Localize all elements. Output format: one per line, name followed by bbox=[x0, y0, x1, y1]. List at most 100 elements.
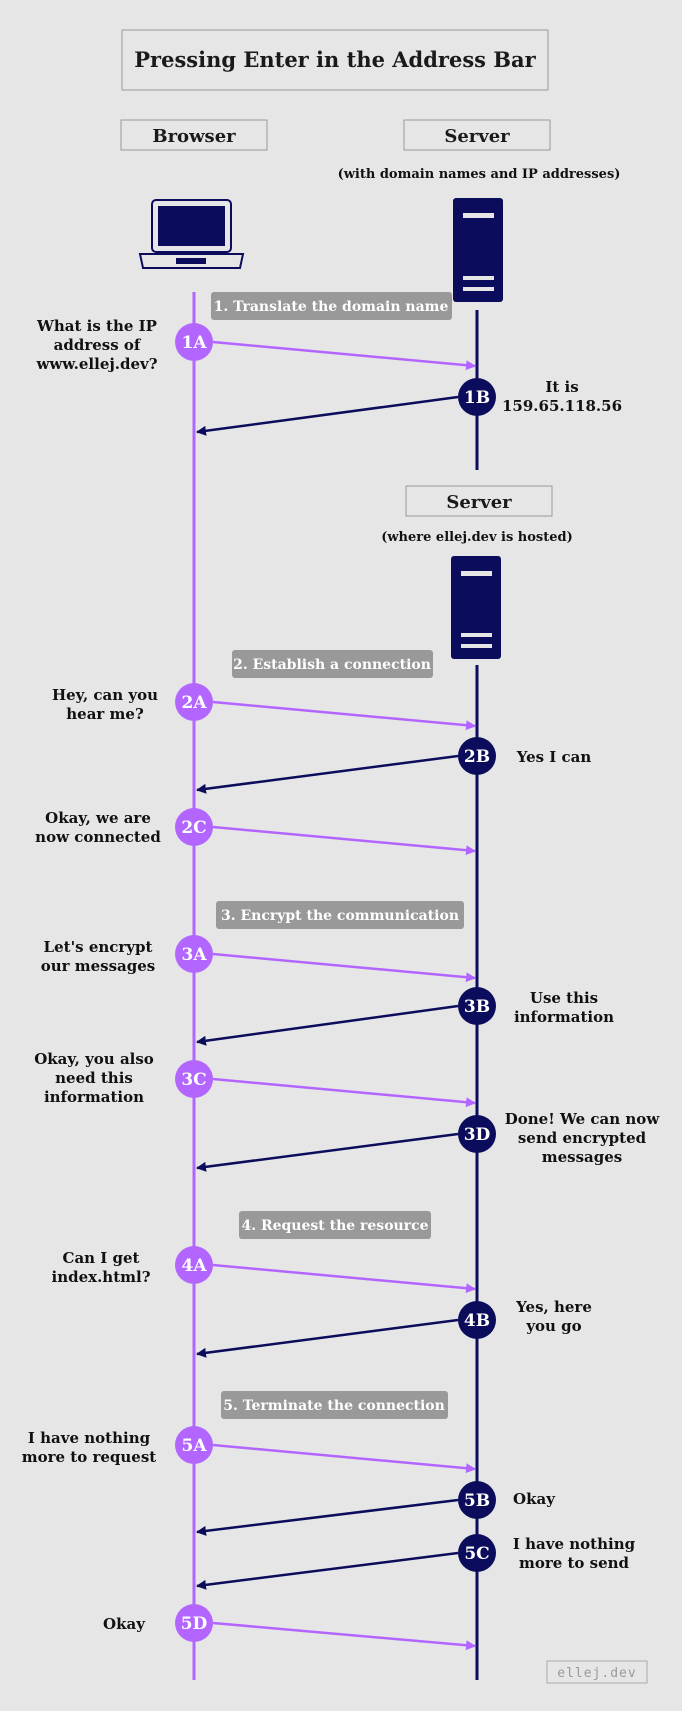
arrow-5c bbox=[196, 1551, 459, 1590]
message-text-3c: information bbox=[44, 1088, 144, 1106]
node-5b bbox=[458, 1481, 496, 1519]
node-label-5b: 5B bbox=[464, 1491, 490, 1511]
message-text-1a: What is the IP bbox=[36, 317, 157, 335]
node-label-2c: 2C bbox=[181, 818, 206, 838]
message-text-1b: It is bbox=[545, 378, 578, 396]
node-label-1b: 1B bbox=[464, 388, 490, 408]
node-label-5a: 5A bbox=[181, 1436, 207, 1456]
message-text-1a: address of bbox=[54, 336, 142, 354]
arrow-1a bbox=[212, 340, 476, 371]
message-text-5c: more to send bbox=[519, 1554, 630, 1572]
message-text-5a: I have nothing bbox=[28, 1429, 151, 1447]
message-text-3a: our messages bbox=[41, 957, 156, 975]
step-3-label: 3. Encrypt the communication bbox=[221, 908, 459, 924]
arrow-5a bbox=[212, 1443, 476, 1474]
web-server-label: Server bbox=[446, 492, 512, 513]
node-3b bbox=[458, 987, 496, 1025]
dns-server-icon bbox=[453, 198, 503, 302]
arrow-5b bbox=[196, 1498, 459, 1536]
web-server-icon bbox=[451, 556, 501, 659]
node-label-5c: 5C bbox=[464, 1544, 489, 1564]
arrow-4a bbox=[212, 1263, 476, 1294]
arrow-5d bbox=[212, 1621, 476, 1651]
node-label-3b: 3B bbox=[464, 997, 490, 1017]
message-text-3c: need this bbox=[55, 1069, 133, 1087]
browser-label-box bbox=[120, 119, 268, 151]
step-5-box bbox=[221, 1391, 448, 1419]
message-text-1a: www.ellej.dev? bbox=[35, 355, 157, 373]
arrow-2a bbox=[212, 700, 476, 731]
node-label-3c: 3C bbox=[181, 1070, 206, 1090]
step-4-box bbox=[239, 1211, 431, 1239]
message-text-2a: hear me? bbox=[66, 705, 144, 723]
title-box bbox=[121, 29, 549, 91]
message-text-3a: Let's encrypt bbox=[44, 938, 153, 956]
node-3a bbox=[175, 935, 213, 973]
footer-box bbox=[546, 1660, 648, 1684]
step-1-box bbox=[211, 292, 452, 320]
node-3c bbox=[175, 1060, 213, 1098]
footer-brand: ellej.dev bbox=[557, 1666, 636, 1681]
message-text-3d: messages bbox=[542, 1148, 623, 1166]
laptop-icon bbox=[138, 199, 245, 269]
web-server-label-box bbox=[405, 485, 553, 517]
message-text-3c: Okay, you also bbox=[34, 1050, 154, 1068]
node-label-2a: 2A bbox=[181, 693, 207, 713]
arrow-2c bbox=[212, 825, 476, 856]
arrow-3a bbox=[212, 952, 476, 983]
node-label-5d: 5D bbox=[181, 1614, 208, 1634]
node-4b bbox=[458, 1301, 496, 1339]
node-label-3d: 3D bbox=[464, 1125, 491, 1145]
step-5-label: 5. Terminate the connection bbox=[223, 1398, 445, 1414]
message-text-5a: more to request bbox=[22, 1448, 157, 1466]
step-1-label: 1. Translate the domain name bbox=[214, 299, 449, 315]
arrow-2b bbox=[196, 754, 459, 794]
page-title: Pressing Enter in the Address Bar bbox=[134, 47, 536, 72]
arrow-1b bbox=[196, 395, 459, 436]
node-3d bbox=[458, 1115, 496, 1153]
message-text-3b: information bbox=[514, 1008, 614, 1026]
node-4a bbox=[175, 1246, 213, 1284]
arrow-3d bbox=[196, 1132, 459, 1172]
node-2c bbox=[175, 808, 213, 846]
node-5a bbox=[175, 1426, 213, 1464]
node-5d bbox=[175, 1604, 213, 1642]
browser-label: Browser bbox=[152, 126, 236, 147]
message-text-3d: Done! We can now bbox=[505, 1110, 661, 1128]
node-1a bbox=[175, 323, 213, 361]
message-text-5c: I have nothing bbox=[513, 1535, 636, 1553]
message-text-4b: you go bbox=[525, 1317, 581, 1335]
message-text-4b: Yes, here bbox=[515, 1298, 592, 1316]
message-text-3d: send encrypted bbox=[518, 1129, 647, 1147]
node-label-4a: 4A bbox=[181, 1256, 207, 1276]
dns-server-label: Server bbox=[444, 126, 510, 147]
node-5c bbox=[458, 1534, 496, 1572]
message-text-2b: Yes I can bbox=[516, 748, 592, 766]
step-2-label: 2. Establish a connection bbox=[233, 657, 431, 673]
node-label-1a: 1A bbox=[181, 333, 207, 353]
web-server-caption: (where ellej.dev is hosted) bbox=[381, 530, 573, 545]
message-text-5b: Okay bbox=[513, 1490, 556, 1508]
message-text-2c: Okay, we are bbox=[45, 809, 151, 827]
node-2b bbox=[458, 737, 496, 775]
node-label-2b: 2B bbox=[464, 747, 490, 767]
dns-server-caption: (with domain names and IP addresses) bbox=[338, 167, 621, 182]
node-2a bbox=[175, 683, 213, 721]
message-text-4a: index.html? bbox=[52, 1268, 151, 1286]
arrow-3c bbox=[212, 1077, 476, 1108]
message-text-5d: Okay bbox=[103, 1615, 146, 1633]
dns-server-label-box bbox=[403, 119, 551, 151]
step-2-box bbox=[232, 650, 433, 678]
node-label-3a: 3A bbox=[181, 945, 207, 965]
message-text-4a: Can I get bbox=[63, 1249, 140, 1267]
step-3-box bbox=[216, 901, 464, 929]
node-label-4b: 4B bbox=[464, 1311, 490, 1331]
message-text-2a: Hey, can you bbox=[52, 686, 158, 704]
arrow-4b bbox=[196, 1318, 459, 1358]
node-1b bbox=[458, 378, 496, 416]
message-text-3b: Use this bbox=[530, 989, 598, 1007]
arrow-3b bbox=[196, 1004, 459, 1046]
step-4-label: 4. Request the resource bbox=[241, 1218, 428, 1234]
